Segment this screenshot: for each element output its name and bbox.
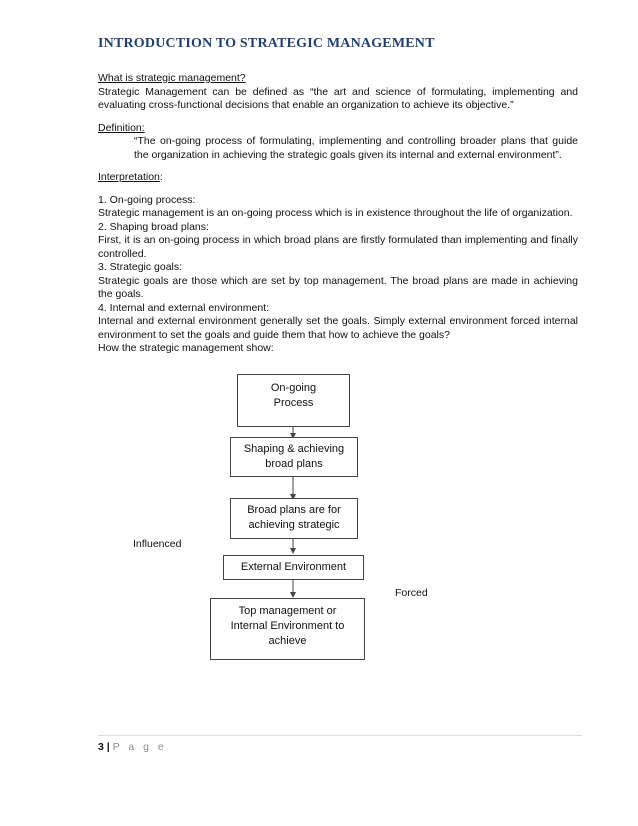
footer-divider	[98, 735, 582, 736]
item-1-text: Strategic management is an on-going proc…	[98, 207, 573, 219]
item-1-heading: 1. On-going process:	[98, 193, 196, 206]
item-4-heading: 4. Internal and external environment:	[98, 301, 270, 314]
item-3-heading: 3. Strategic goals:	[98, 261, 183, 273]
page-title: INTRODUCTION TO STRATEGIC MANAGEMENT	[98, 36, 435, 51]
body-text: What is strategic management? Strategic …	[98, 72, 578, 356]
interpretation-line: Interpretation:	[98, 171, 578, 185]
flow-box-ongoing-process: On-going Process	[237, 374, 350, 427]
flow-box-external-environment: External Environment	[223, 555, 364, 580]
page-word: P a g e	[112, 741, 167, 753]
what-paragraph: Strategic Management can be defined as “…	[98, 85, 578, 112]
page-number: 3	[98, 741, 104, 753]
interpretation-colon: :	[159, 171, 163, 183]
item-2-text: First, it is an on-going process in whic…	[98, 234, 578, 260]
what-heading: What is strategic management?	[98, 72, 246, 84]
item-4-text: Internal and external environment genera…	[98, 315, 578, 341]
flow-box-shaping-achieving: Shaping & achieving broad plans	[230, 437, 358, 477]
flow-box-top-management: Top management or Internal Environment t…	[210, 598, 365, 660]
item-3-text: Strategic goals are those which are set …	[98, 274, 578, 301]
page-footer: 3 | P a g e	[98, 741, 167, 753]
definition-heading: Definition:	[98, 121, 145, 134]
flow-box-broad-plans: Broad plans are for achieving strategic	[230, 498, 358, 539]
footer-separator: |	[106, 741, 110, 753]
interpretation-heading: Interpretation	[98, 171, 160, 183]
item-2-heading: 2. Shaping broad plans:	[98, 220, 209, 233]
definition-paragraph: “The on-going process of formulating, im…	[134, 135, 578, 161]
forced-label: Forced	[395, 587, 428, 599]
show-line: How the strategic management show:	[98, 342, 274, 354]
influenced-label: Influenced	[133, 538, 182, 550]
